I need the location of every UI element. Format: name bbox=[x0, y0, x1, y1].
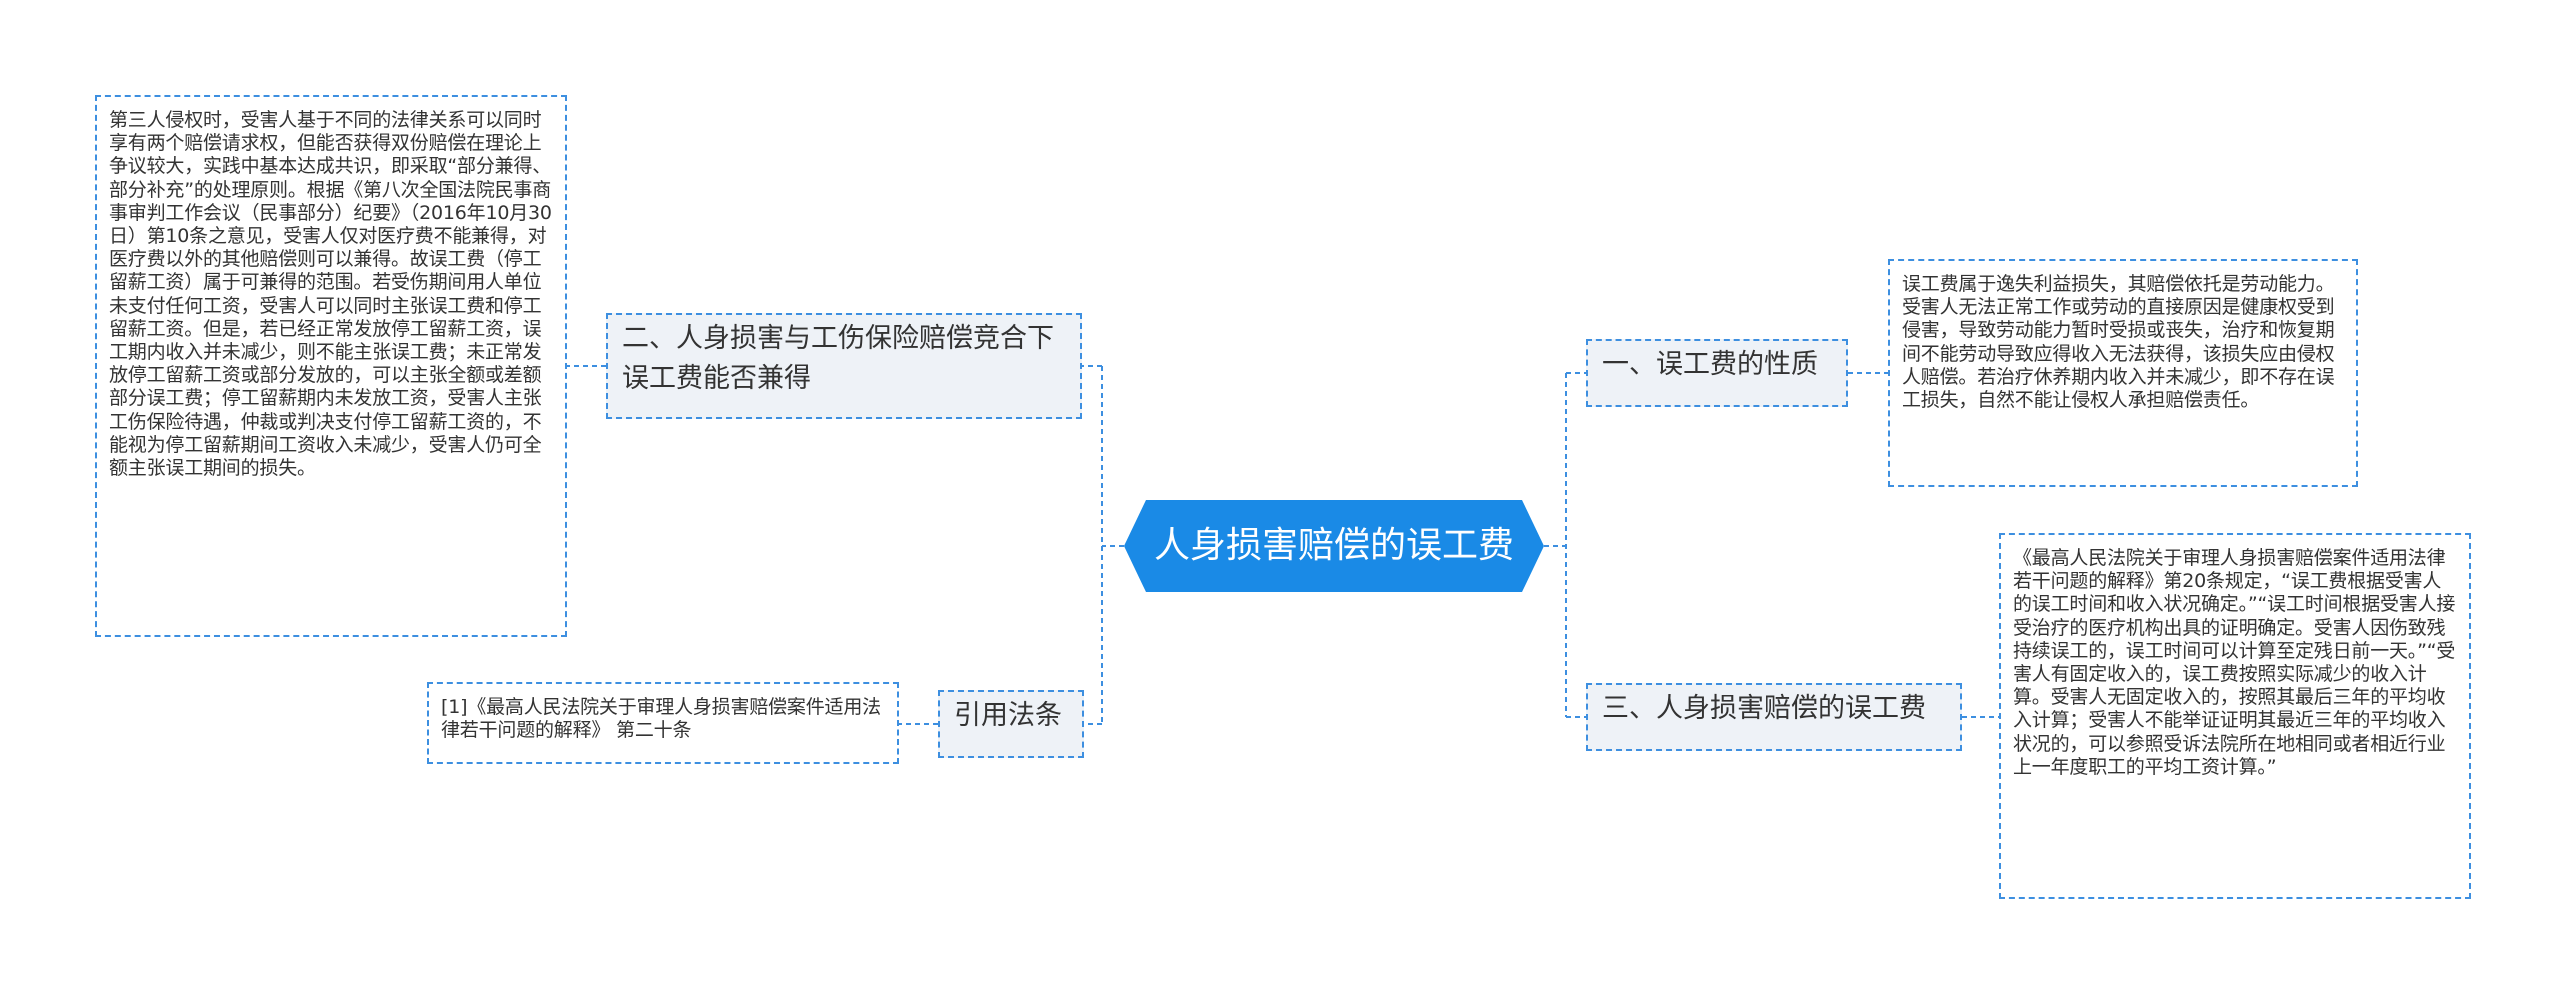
note-cited-laws: [1]《最高人民法院关于审理人身损害赔偿案件适用法律若干问题的解释》 第二十条 bbox=[427, 682, 899, 764]
branch-cited-laws[interactable]: 引用法条 bbox=[938, 690, 1084, 758]
branch-nature-of-lost-wages[interactable]: 一、误工费的性质 bbox=[1586, 339, 1848, 407]
link-root-left-trunk bbox=[1082, 365, 1124, 725]
note-nature-of-lost-wages: 误工费属于逸失利益损失，其赔偿依托是劳动能力。受害人无法正常工作或劳动的直接原因… bbox=[1888, 259, 2358, 487]
branch-work-injury-concurrence[interactable]: 二、人身损害与工伤保险赔偿竞合下误工费能否兼得 bbox=[606, 313, 1082, 419]
root-topic[interactable]: 人身损害赔偿的误工费 bbox=[1124, 500, 1544, 592]
branch-personal-injury-lost-wages[interactable]: 三、人身损害赔偿的误工费 bbox=[1586, 683, 1962, 751]
note-work-injury-concurrence: 第三人侵权时，受害人基于不同的法律关系可以同时享有两个赔偿请求权，但能否获得双份… bbox=[95, 95, 567, 637]
note-personal-injury-lost-wages: 《最高人民法院关于审理人身损害赔偿案件适用法律若干问题的解释》第20条规定，“误… bbox=[1999, 533, 2471, 899]
link-root-right-trunk bbox=[1544, 372, 1586, 718]
